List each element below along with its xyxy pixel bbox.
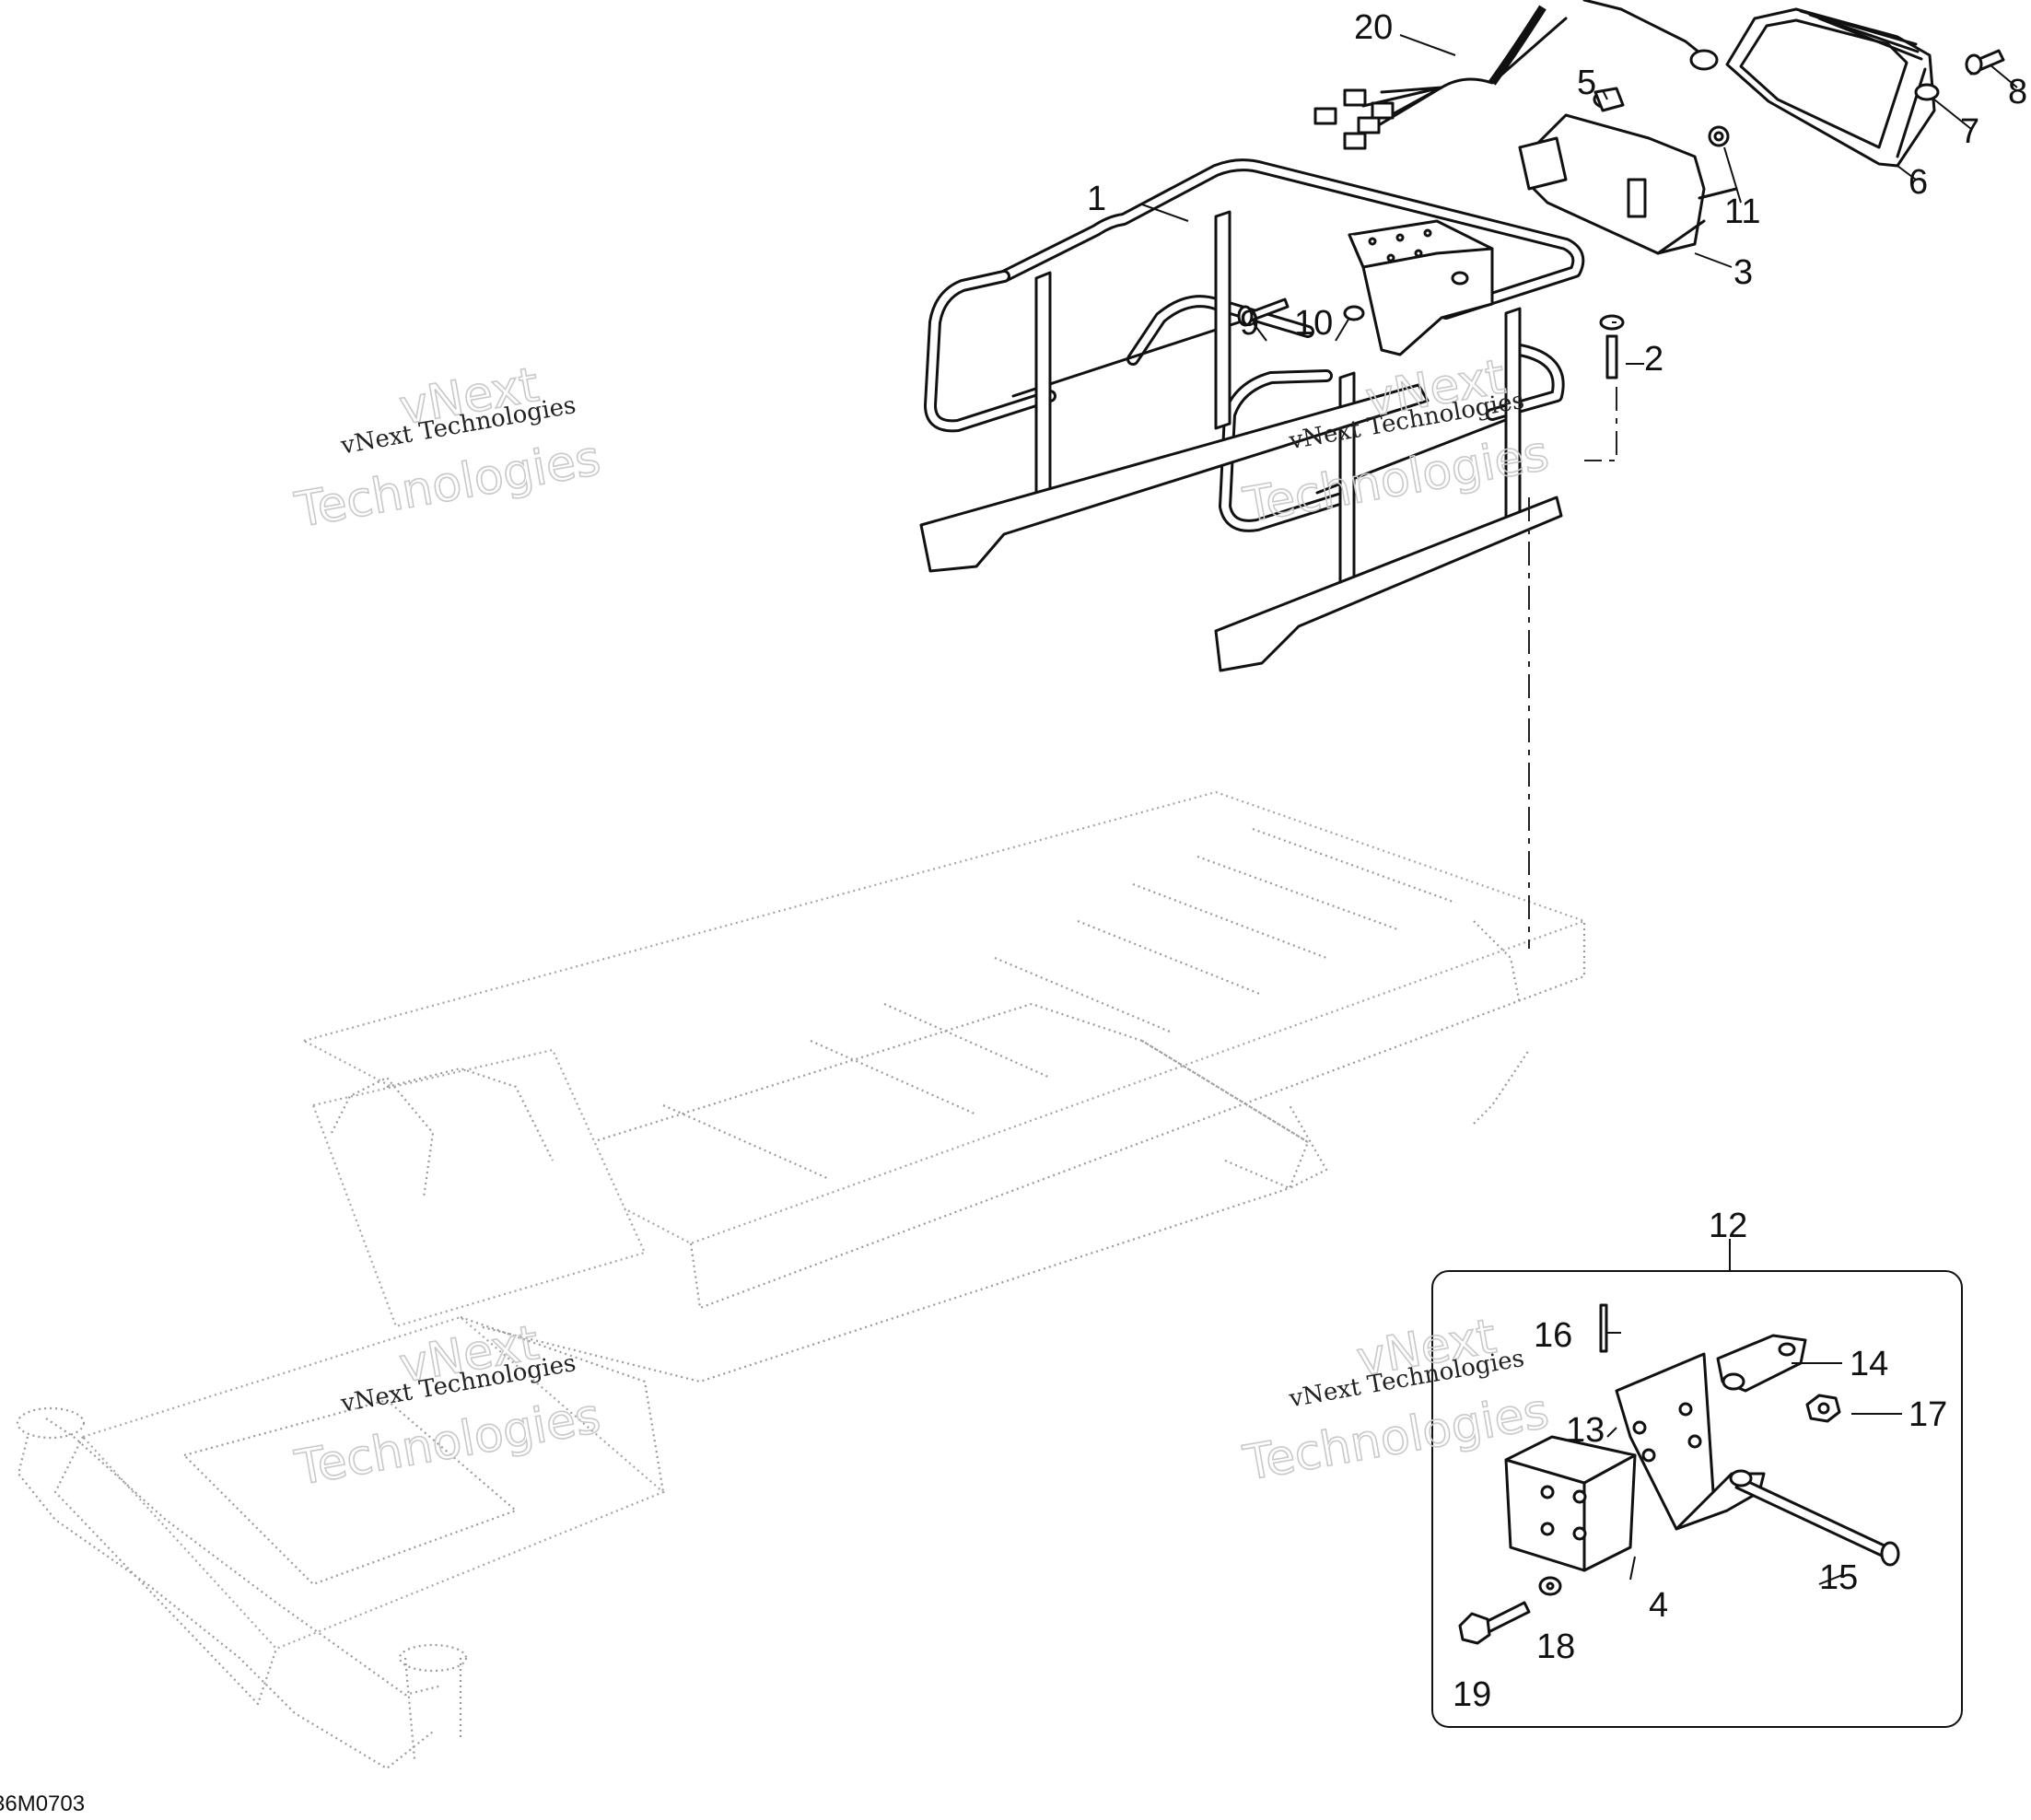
callout-13: 13 <box>1566 1411 1605 1450</box>
leader-lines <box>1141 34 2018 1585</box>
callout-20: 20 <box>1354 8 1393 47</box>
callout-15: 15 <box>1819 1558 1858 1597</box>
assembly-line-bolt <box>1584 387 1617 461</box>
callout-6: 6 <box>1908 163 1928 202</box>
tail-light-assembly <box>1313 0 2005 255</box>
callout-17: 17 <box>1908 1395 1947 1434</box>
svg-text:Technologies: Technologies <box>291 431 604 539</box>
callout-2: 2 <box>1644 340 1663 379</box>
callout-10: 10 <box>1294 304 1333 343</box>
callout-19: 19 <box>1453 1675 1491 1714</box>
callout-18: 18 <box>1536 1628 1575 1666</box>
callout-7: 7 <box>1960 112 1979 151</box>
kit-12-box <box>1431 1239 1963 1728</box>
rear-rack <box>919 158 1585 672</box>
callout-11: 11 <box>1724 192 1760 231</box>
callout-4: 4 <box>1649 1586 1668 1625</box>
callout-3: 3 <box>1733 253 1753 292</box>
callout-16: 16 <box>1534 1316 1572 1355</box>
callout-12: 12 <box>1709 1207 1747 1245</box>
figure-code: 36M0703 <box>0 1791 85 1816</box>
rack-hardware <box>1237 298 1625 379</box>
chassis-ghost <box>16 790 1588 1770</box>
watermark-top-left: vNext vNext Technologies Technologies <box>290 356 605 539</box>
callout-1: 1 <box>1087 180 1106 218</box>
callout-5: 5 <box>1577 64 1596 102</box>
callouts: 20 5 8 7 6 11 1 3 9 10 2 12 16 14 17 13 … <box>1087 8 2027 1714</box>
watermark-bottom-right: vNext vNext Technologies Technologies <box>1239 1308 1554 1492</box>
callout-8: 8 <box>2008 73 2027 111</box>
callout-9: 9 <box>1240 304 1259 343</box>
callout-14: 14 <box>1850 1345 1888 1383</box>
